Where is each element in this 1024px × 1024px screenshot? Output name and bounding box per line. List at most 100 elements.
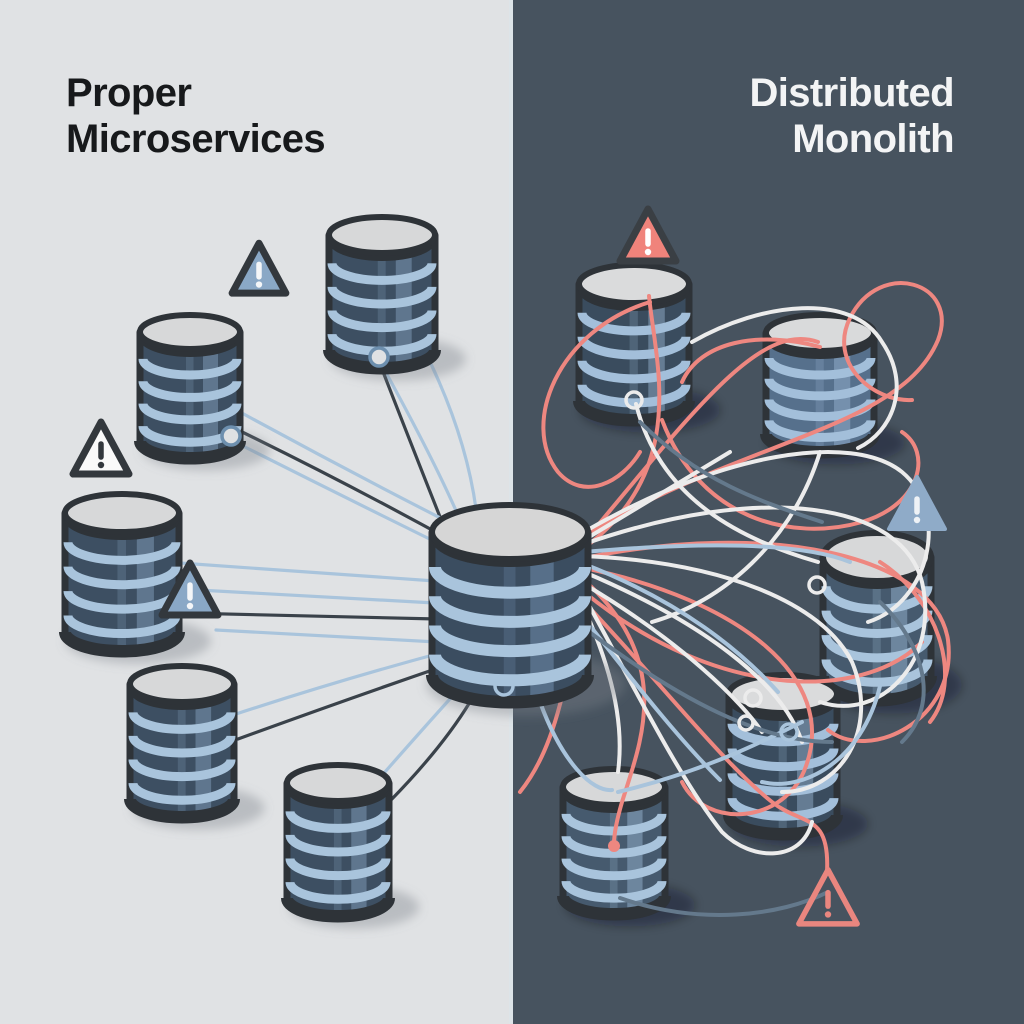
cylinder-band	[285, 810, 391, 833]
connection-line-salmon	[582, 540, 951, 743]
cylinder-band	[764, 419, 876, 442]
cylinder-bottom-rim	[59, 631, 185, 657]
connection-line-salmon	[680, 337, 822, 384]
cylinder-top	[560, 766, 668, 808]
cylinder-band	[727, 797, 839, 821]
connection-line-white	[582, 570, 804, 744]
connection-line-blue	[582, 543, 852, 564]
exclamation-dot	[97, 461, 105, 469]
cylinder-band	[577, 312, 691, 336]
exclamation-dot	[186, 602, 194, 610]
connection-line-blue	[538, 700, 614, 793]
cylinder-bottom-rim	[723, 814, 843, 840]
cylinder-band	[561, 857, 667, 881]
connection-line-slate	[638, 420, 824, 524]
cylinder-band	[138, 402, 242, 425]
cylinder-band	[138, 358, 242, 380]
cylinder-band	[128, 758, 236, 782]
connection-line-slate	[878, 600, 926, 744]
database-cylinder-svc-far-left	[59, 491, 211, 664]
database-cylinder-db-bottom	[557, 766, 696, 927]
connection-line-salmon	[582, 600, 830, 874]
connection-line-salmon	[582, 336, 820, 544]
connector-ring	[624, 390, 644, 410]
database-cylinder-db-top-red	[573, 262, 721, 433]
connection-line-blue	[238, 410, 462, 530]
cylinder-band	[128, 782, 236, 805]
cylinder-band	[577, 336, 691, 360]
connection-line-dark	[236, 663, 449, 741]
connector-ring	[220, 425, 242, 447]
connection-line-salmon	[582, 281, 944, 538]
cylinder-top	[284, 762, 392, 804]
cylinder-top	[326, 214, 438, 256]
exclamation-dot	[824, 911, 832, 918]
connection-line-blue	[234, 650, 446, 716]
connection-line-salmon	[582, 294, 662, 550]
cylinder-band	[821, 634, 933, 663]
connector-dot	[608, 840, 620, 852]
cylinder-top	[820, 530, 934, 584]
connection-line-blue	[616, 720, 804, 794]
left-connections-group	[178, 300, 480, 803]
database-cylinder-svc-lower-left	[124, 663, 265, 830]
cylinder-band	[561, 880, 667, 903]
connection-line-dark	[181, 611, 439, 621]
cylinder-bottom-rim	[281, 897, 395, 922]
connector-ring	[493, 675, 515, 697]
cylinder-bottom-rim	[573, 400, 695, 426]
warning-triangle-shape	[796, 867, 860, 927]
connection-line-white	[582, 450, 931, 624]
cylinder-band	[327, 309, 437, 333]
cylinder-band	[327, 262, 437, 285]
connection-line-salmon	[582, 578, 647, 846]
cylinder-band	[561, 835, 667, 858]
warning-triangle-icon-left-lower	[158, 559, 222, 619]
warning-triangle-icon-right-mid	[887, 475, 947, 531]
exclamation-dot	[255, 281, 263, 288]
warning-triangle-icon-right-bottom	[796, 867, 860, 927]
cylinder-top	[429, 502, 591, 562]
exclamation-dot	[644, 248, 652, 256]
database-cylinder-central-db	[426, 502, 626, 717]
cylinder-bottom-rim	[426, 674, 594, 708]
cylinder-band	[63, 541, 181, 565]
cylinder-band	[128, 735, 236, 758]
cylinder-band	[577, 384, 691, 408]
connection-line-blue	[178, 587, 437, 605]
connection-line-white	[582, 450, 732, 542]
connection-line-blue	[178, 561, 437, 583]
connection-line-blue	[582, 562, 780, 694]
connector-ring	[807, 575, 827, 595]
cylinder-band	[63, 614, 181, 639]
connection-line-white	[634, 402, 820, 564]
cylinder-band	[429, 624, 591, 658]
cylinder-bottom-rim	[134, 440, 246, 464]
cylinder-top	[127, 663, 237, 705]
cylinder-bottom-rim	[124, 798, 240, 823]
connection-line-white	[690, 306, 899, 450]
cylinder-top	[62, 491, 182, 535]
connection-line-salmon	[660, 418, 921, 531]
connection-line-slate	[582, 626, 834, 744]
cylinder-band	[429, 566, 591, 599]
database-cylinder-svc-bottom	[281, 762, 420, 929]
connector-ring	[743, 688, 763, 708]
left-panel-title: Proper Microservices	[66, 71, 326, 162]
cylinder-band	[128, 711, 236, 734]
connector-ring	[368, 346, 390, 368]
right-panel-title: Distributed Monolith	[749, 71, 954, 162]
cylinder-bottom-rim	[323, 349, 441, 374]
exclamation-dot	[913, 516, 921, 524]
cylinder-band	[577, 360, 691, 384]
cylinder-band	[285, 834, 391, 857]
warning-triangle-icon-right-top	[616, 205, 680, 265]
cylinder-top	[576, 262, 692, 306]
connection-line-blue	[214, 628, 439, 644]
cylinder-bottom-rim	[557, 895, 671, 920]
right-connections-group	[518, 281, 951, 917]
database-cylinder-svc-upper-left	[134, 312, 270, 471]
cylinder-band	[327, 286, 437, 309]
